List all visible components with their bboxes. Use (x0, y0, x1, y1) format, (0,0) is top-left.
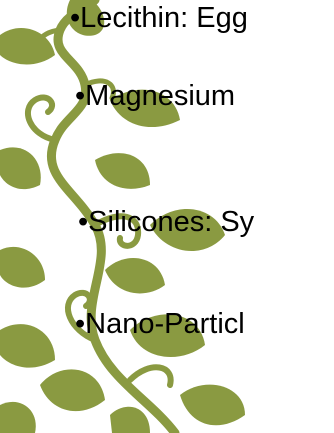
bullet-marker: • (78, 206, 89, 238)
bullet-marker: • (75, 308, 86, 340)
bullet-item: •Nano-Particl (75, 310, 245, 339)
bullet-text: Nano-Particl (85, 308, 245, 340)
bullet-item: •Magnesium (75, 82, 235, 111)
bullet-marker: • (70, 2, 81, 34)
bullet-text: Silicones: Sy (88, 206, 255, 238)
bullet-marker: • (75, 80, 86, 112)
bullet-text: Lecithin: Egg (80, 2, 248, 34)
bullet-text: Magnesium (85, 80, 236, 112)
bullet-item: •Lecithin: Egg (70, 4, 248, 33)
bullet-item: •Silicones: Sy (78, 208, 254, 237)
